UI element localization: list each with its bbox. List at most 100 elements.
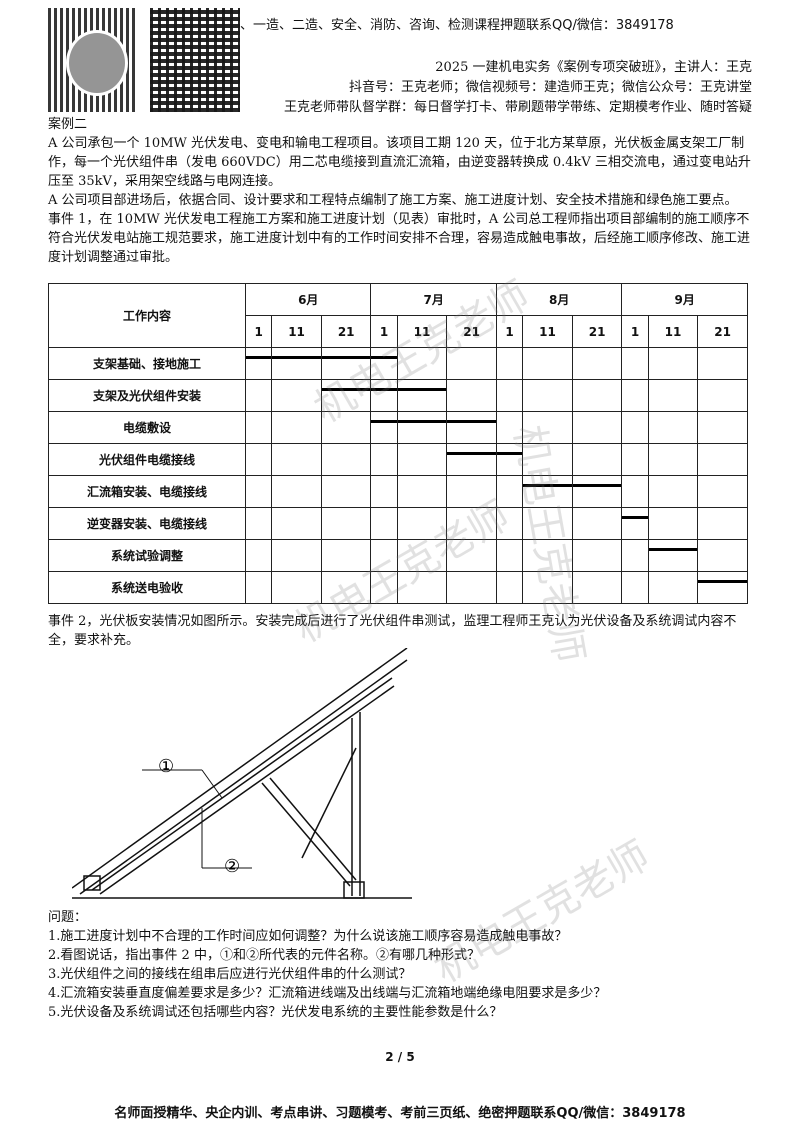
schedule-bar <box>496 452 523 455</box>
schedule-cell <box>647 379 699 412</box>
schedule-cell <box>320 507 372 540</box>
schedule-cell <box>522 347 573 380</box>
schedule-cell <box>446 443 497 476</box>
task-name: 电缆敷设 <box>48 411 246 444</box>
schedule-bar <box>321 356 371 359</box>
schedule-cell <box>320 347 372 380</box>
schedule-bar <box>523 484 572 487</box>
schedule-cell <box>621 475 649 508</box>
qr-code <box>150 8 240 112</box>
label-2: ② <box>224 856 240 877</box>
pv-mount-diagram: ① ② <box>72 648 412 899</box>
schedule-cell <box>244 539 273 572</box>
table-row: 系统试验调整 <box>48 539 748 572</box>
schedule-bar <box>371 420 397 423</box>
day-cell: 21 <box>697 315 748 348</box>
schedule-cell <box>271 379 322 412</box>
questions-title: 问题： <box>48 910 88 925</box>
schedule-bar <box>447 420 496 423</box>
schedule-cell <box>244 379 273 412</box>
paragraph-1: A 公司承包一个 10MW 光伏发电、变电和输电工程项目。该项目工期 120 天… <box>48 136 751 189</box>
task-name: 支架基础、接地施工 <box>48 347 246 380</box>
schedule-cell <box>647 411 699 444</box>
month-cell: 6月 <box>244 283 372 316</box>
month-cell: 9月 <box>621 283 748 316</box>
schedule-bar <box>648 548 698 551</box>
label-1: ① <box>158 756 174 777</box>
schedule-cell <box>571 411 623 444</box>
question-1: 1.施工进度计划中不合理的工作时间应如何调整？为什么说该施工顺序容易造成触电事故… <box>48 929 568 944</box>
schedule-bar <box>698 580 747 583</box>
schedule-cell <box>320 475 372 508</box>
event-2: 事件 2，光伏板安装情况如图所示。安装完成后进行了光伏组件串测试，监理工程师王克… <box>48 614 737 648</box>
table-row: 支架基础、接地施工 <box>48 347 748 380</box>
question-4: 4.汇流箱安装垂直度偏差要求是多少？汇流箱进线端及出线端与汇流箱地端绝缘电阻要求… <box>48 986 607 1001</box>
schedule-cell <box>396 347 448 380</box>
question-3: 3.光伏组件之间的接线在组串后应进行光伏组件串的什么测试？ <box>48 967 412 982</box>
schedule-cell <box>647 571 699 604</box>
day-cell: 21 <box>446 315 497 348</box>
schedule-cell <box>495 347 524 380</box>
day-cell: 21 <box>320 315 372 348</box>
questions: 问题： 1.施工进度计划中不合理的工作时间应如何调整？为什么说该施工顺序容易造成… <box>48 908 756 1022</box>
schedule-cell <box>571 475 623 508</box>
schedule-cell <box>271 411 322 444</box>
day-cell: 11 <box>522 315 573 348</box>
header-line-3: 王克老师带队督学群：每日督学打卡、带刷题带学带练、定期模考作业、随时答疑 <box>283 100 752 115</box>
schedule-cell <box>571 379 623 412</box>
schedule-cell <box>621 443 649 476</box>
table-row: 电缆敷设 <box>48 411 748 444</box>
schedule-bar <box>246 356 272 359</box>
schedule-cell <box>697 347 748 380</box>
schedule-cell <box>621 571 649 604</box>
schedule-bar <box>447 452 496 455</box>
schedule-cell <box>647 347 699 380</box>
schedule-cell <box>320 443 372 476</box>
schedule-cell <box>697 507 748 540</box>
schedule-cell <box>396 443 448 476</box>
schedule-cell <box>495 379 524 412</box>
schedule-cell <box>621 347 649 380</box>
schedule-cell <box>370 475 398 508</box>
schedule-cell <box>320 379 372 412</box>
schedule-cell <box>571 539 623 572</box>
schedule-cell <box>495 571 524 604</box>
schedule-bar <box>622 516 648 519</box>
schedule-bar <box>371 388 397 391</box>
top-contact: 、一造、二造、安全、消防、咨询、检测课程押题联系QQ/微信：3849178 <box>240 18 674 33</box>
schedule-cell <box>370 347 398 380</box>
schedule-cell <box>647 443 699 476</box>
schedule-cell <box>370 411 398 444</box>
table-header-label: 工作内容 <box>48 283 246 348</box>
schedule-cell <box>244 571 273 604</box>
pv-panel-line <box>72 648 408 889</box>
schedule-cell <box>370 571 398 604</box>
schedule-cell <box>621 507 649 540</box>
table-row: 支架及光伏组件安装 <box>48 379 748 412</box>
schedule-cell <box>244 507 273 540</box>
schedule-cell <box>571 571 623 604</box>
schedule-cell <box>446 379 497 412</box>
schedule-cell <box>495 507 524 540</box>
schedule-cell <box>697 571 748 604</box>
case-title: 案例二 <box>48 117 88 132</box>
schedule-cell <box>697 379 748 412</box>
schedule-cell <box>271 443 322 476</box>
schedule-cell <box>446 507 497 540</box>
table-row: 汇流箱安装、电缆接线 <box>48 475 748 508</box>
header-line-2: 抖音号：王克老师；微信视频号：建造师王克；微信公众号：王克讲堂 <box>348 80 752 95</box>
task-name: 系统试验调整 <box>48 539 246 572</box>
schedule-cell <box>495 411 524 444</box>
table-row: 光伏组件电缆接线 <box>48 443 748 476</box>
question-2: 2.看图说话，指出事件 2 中，①和②所代表的元件名称。②有哪几种形式？ <box>48 948 480 963</box>
schedule-cell <box>522 379 573 412</box>
paragraph-3: 事件 1，在 10MW 光伏发电工程施工方案和施工进度计划（见表）审批时，A 公… <box>48 212 751 265</box>
base-bracket <box>83 875 101 891</box>
schedule-cell <box>396 411 448 444</box>
schedule-cell <box>370 539 398 572</box>
day-cell: 11 <box>647 315 699 348</box>
day-cell: 1 <box>244 315 273 348</box>
schedule-cell <box>621 539 649 572</box>
footer-contact: 名师面授精华、央企内训、考点串讲、习题模考、考前三页纸、绝密押题联系QQ/微信：… <box>114 1106 686 1121</box>
